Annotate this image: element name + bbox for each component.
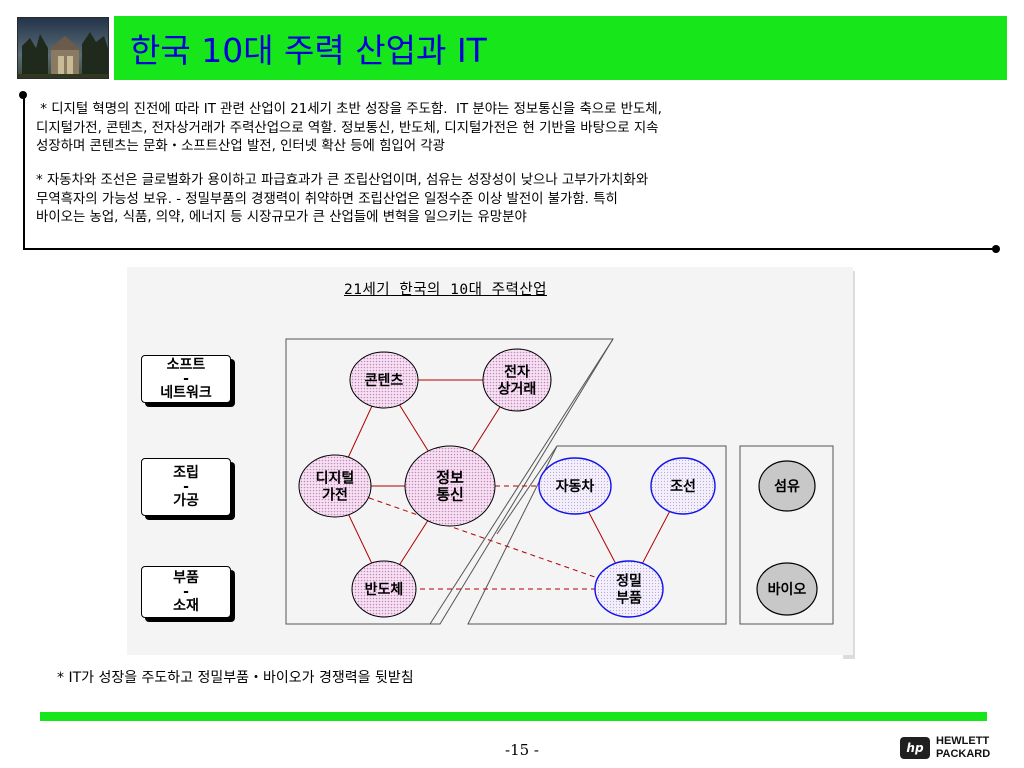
node-contents: 콘텐츠 <box>349 351 419 409</box>
category-soft-line-2: - <box>183 371 189 387</box>
region-divider-line-2 <box>496 445 558 535</box>
node-ship: 조선 <box>650 457 716 515</box>
node-semi: 반도체 <box>351 560 417 618</box>
category-box-parts-materials: 부품 - 소재 <box>141 566 231 618</box>
category-part-line-3: 소재 <box>173 598 199 614</box>
header-photo-thumbnail <box>17 17 109 79</box>
node-contents-label-1: 콘텐츠 <box>365 372 404 389</box>
page-number: -15 - <box>505 741 539 759</box>
node-parts: 정밀부품 <box>594 560 664 618</box>
bracket-dot-top <box>19 91 27 99</box>
node-digital: 디지털가전 <box>298 454 372 518</box>
node-ecommerce-label-2: 상거래 <box>498 382 537 398</box>
hp-logo-word-1: HEWLETT <box>936 735 990 747</box>
intro-paragraph-2: * 자동차와 조선은 글로벌화가 용이하고 파급효과가 큰 조립산업이며, 섬유… <box>36 173 649 225</box>
category-soft-line-1: 소프트 <box>166 357 206 373</box>
category-soft-line-3: 네트워크 <box>160 385 212 401</box>
node-telecom-label-2: 통신 <box>436 486 464 504</box>
region-assembly-frame <box>467 445 727 625</box>
category-join-line-2: - <box>183 479 189 495</box>
node-ecommerce-circle <box>482 348 552 412</box>
category-part-line-1: 부품 <box>173 570 199 586</box>
node-digital-label-1: 디지털 <box>316 470 355 487</box>
category-box-assembly: 조립 - 가공 <box>141 458 231 516</box>
bracket-vertical-line <box>23 95 25 250</box>
node-fiber-label-1: 섬유 <box>774 479 800 495</box>
diagram-title: 21세기 한국의 10대 주력산업 <box>344 282 548 298</box>
node-parts-label-1: 정밀 <box>616 573 642 590</box>
node-telecom-circle <box>404 445 496 527</box>
node-telecom-label-1: 정보 <box>436 469 464 487</box>
category-part-line-2: - <box>183 584 189 600</box>
region-divider-line <box>429 338 614 625</box>
node-ship-label-1: 조선 <box>670 479 696 495</box>
title-bar <box>114 16 1007 80</box>
category-join-line-3: 가공 <box>173 493 199 509</box>
hp-logo-mark: hp <box>900 737 930 759</box>
node-auto: 자동차 <box>538 457 612 515</box>
dashed-link-digital-parts <box>334 485 630 590</box>
node-digital-label-2: 가전 <box>322 487 348 504</box>
page-title: 한국 10대 주력 산업과 IT <box>130 31 487 70</box>
node-fiber: 섬유 <box>758 460 816 512</box>
hp-logo: hp HEWLETT PACKARD <box>900 735 1012 761</box>
node-auto-label-1: 자동차 <box>556 479 595 495</box>
category-join-line-1: 조립 <box>173 465 199 481</box>
bracket-dot-right <box>992 245 1000 253</box>
bracket-horizontal-line <box>23 248 997 250</box>
node-digital-circle <box>298 454 372 518</box>
diagram-footnote: * IT가 성장을 주도하고 정밀부품・바이오가 경쟁력을 뒷받침 <box>57 670 414 686</box>
node-ecommerce: 전자상거래 <box>482 348 552 412</box>
category-box-soft-network: 소프트 - 네트워크 <box>141 355 231 403</box>
node-telecom: 정보통신 <box>404 445 496 527</box>
node-bio-circle <box>756 562 818 616</box>
diagram-links <box>334 379 684 590</box>
node-parts-label-2: 부품 <box>616 591 642 607</box>
node-contents-circle <box>349 351 419 409</box>
intro-paragraph-1: * 디지털 혁명의 진전에 따라 IT 관련 산업이 21세기 초반 성장을 주… <box>36 102 662 154</box>
node-auto-circle <box>538 457 612 515</box>
node-bio: 바이오 <box>756 562 818 616</box>
diagram-panel <box>127 267 853 655</box>
node-semi-label-1: 반도체 <box>365 581 404 598</box>
node-ship-circle <box>650 457 716 515</box>
node-ecommerce-label-1: 전자 <box>504 364 530 381</box>
node-semi-circle <box>351 560 417 618</box>
hp-logo-word-2: PACKARD <box>936 748 991 760</box>
region-standalone-frame <box>739 445 834 625</box>
footer-bar <box>40 712 987 721</box>
node-fiber-circle <box>758 460 816 512</box>
region-it-frame <box>285 338 614 625</box>
node-bio-label-1: 바이오 <box>768 581 807 598</box>
node-parts-circle <box>594 560 664 618</box>
